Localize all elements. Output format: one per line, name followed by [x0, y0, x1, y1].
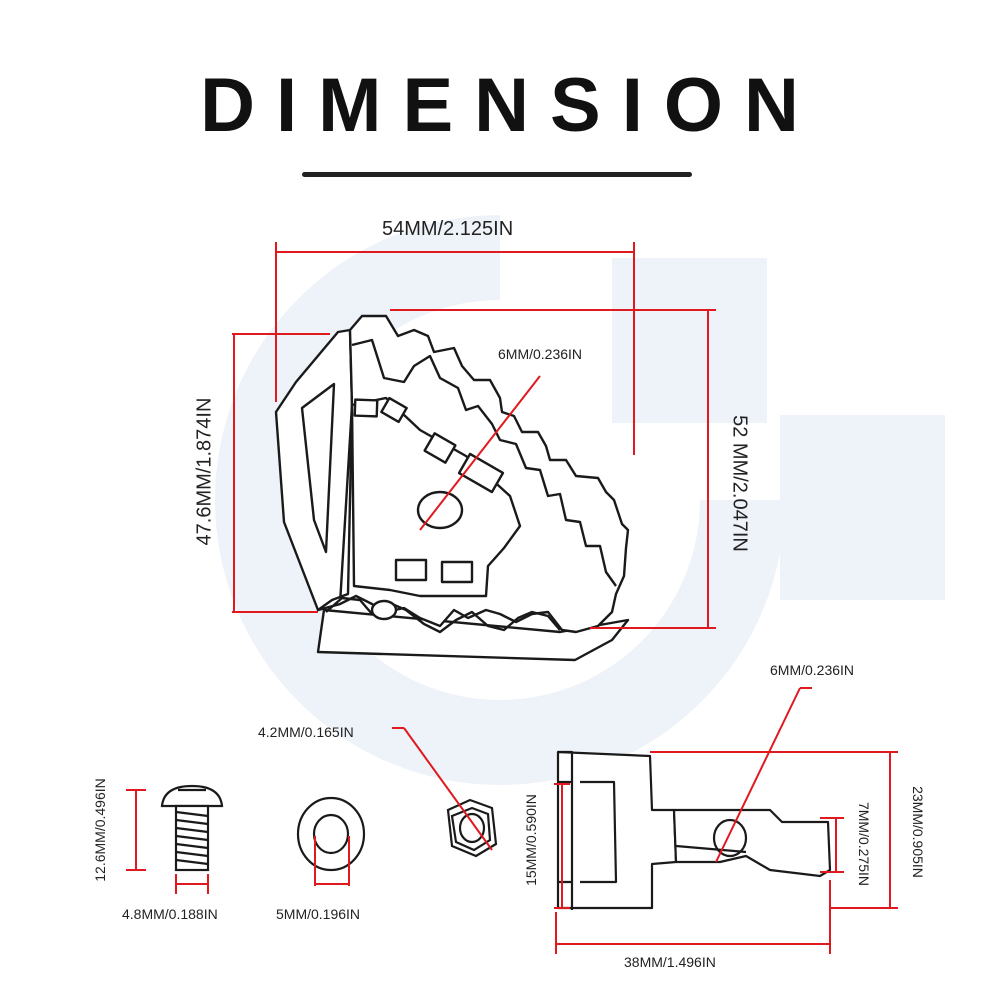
pedal-height-right-label: 52 MM/2.047IN — [728, 415, 751, 552]
bolt-diameter-label: 4.8MM/0.188IN — [122, 906, 218, 922]
bracket-drawing — [556, 750, 832, 910]
bracket-hole-label: 6MM/0.236IN — [770, 662, 855, 678]
pedal-drawing — [274, 314, 630, 662]
bracket-height-inner-label: 15MM/0.590IN — [523, 794, 539, 886]
washer-drawing — [296, 796, 366, 872]
nut-dimension-lines — [392, 727, 493, 851]
bracket-tab-label: 7MM/0.275IN — [856, 801, 872, 887]
bolt-drawing — [160, 784, 224, 872]
washer-dimension-lines — [314, 836, 350, 886]
bolt-length-label: 12.6MM/0.496IN — [92, 778, 108, 882]
pedal-width-label: 54MM/2.125IN — [382, 218, 514, 240]
pedal-hole-label: 6MM/0.236IN — [498, 346, 583, 362]
pedal-dimension-lines — [232, 242, 716, 629]
title-underline — [302, 172, 692, 177]
nut-size-label: 4.2MM/0.165IN — [258, 724, 354, 740]
washer-inner-label: 5MM/0.196IN — [276, 906, 361, 922]
pedal-height-left-label: 47.6MM/1.874IN — [193, 397, 216, 546]
bracket-height-total-label: 23MM/0.905IN — [910, 786, 926, 878]
page-title: DIMENSION — [200, 63, 820, 148]
bracket-length-label: 38MM/1.496IN — [624, 954, 716, 970]
bracket-dimension-lines — [554, 687, 898, 954]
bolt-dimension-lines — [126, 789, 209, 894]
nut-drawing — [446, 798, 498, 858]
